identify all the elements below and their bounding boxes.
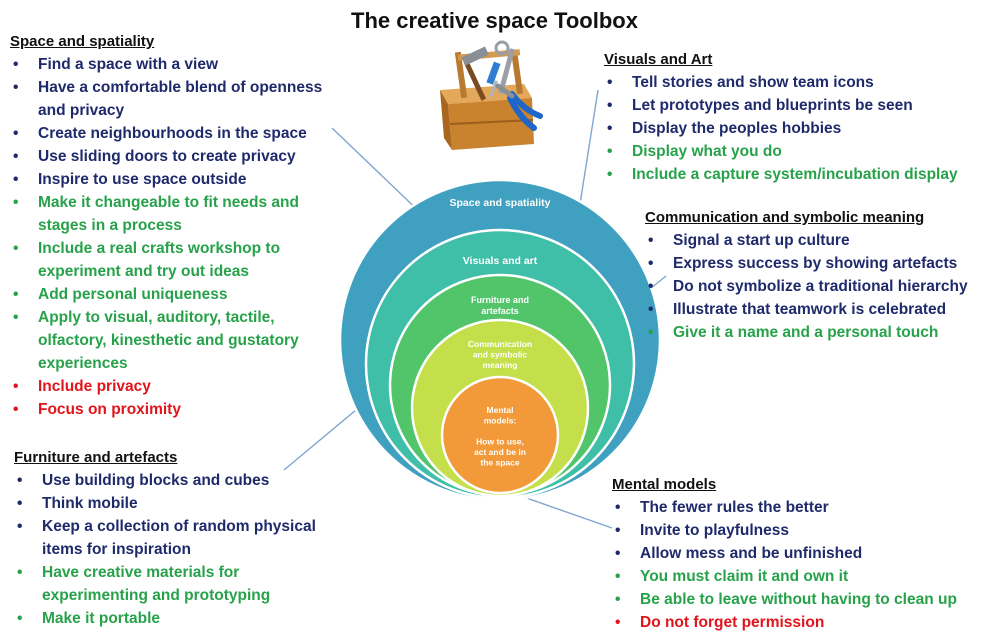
ring-label: act and be in — [474, 447, 526, 457]
bullet-list: Find a space with a viewHave a comfortab… — [10, 53, 340, 421]
connector-arrow — [331, 127, 428, 219]
list-item: Illustrate that teamwork is celebrated — [645, 298, 975, 321]
ring-label: models: — [484, 416, 517, 426]
page-title: The creative space Toolbox — [351, 8, 638, 33]
section-communication-and-symbolic-meaning: Communication and symbolic meaning Signa… — [645, 206, 975, 344]
ring-label: and symbolic — [473, 350, 528, 360]
list-item: Give it a name and a personal touch — [645, 321, 975, 344]
ring-label: Mental — [487, 405, 514, 415]
list-item: Express success by showing artefacts — [645, 252, 975, 275]
list-item: Use sliding doors to create privacy — [10, 145, 340, 168]
ring-label: How to use, — [476, 437, 524, 447]
section-heading: Furniture and artefacts — [14, 449, 178, 466]
ring-label: meaning — [483, 360, 518, 370]
bullet-list: Tell stories and show team iconsLet prot… — [604, 71, 984, 186]
list-item: Add personal uniqueness — [10, 283, 340, 306]
list-item: Have a comfortable blend of openness and… — [10, 76, 340, 122]
section-heading: Visuals and Art — [604, 51, 713, 68]
ring-label: artefacts — [481, 306, 519, 316]
ring-circle — [440, 375, 560, 495]
section-mental-models: Mental models The fewer rules the better… — [612, 473, 989, 634]
ring-label: Visuals and art — [463, 255, 538, 267]
ring-label: Communication — [468, 339, 532, 349]
ring-label: Furniture and — [471, 295, 529, 305]
list-item: Include a real crafts workshop to experi… — [10, 237, 340, 283]
list-item: Allow mess and be unfinished — [612, 542, 989, 565]
section-heading: Space and spatiality — [10, 33, 155, 50]
list-item: The fewer rules the better — [612, 496, 989, 519]
list-item: Include a capture system/incubation disp… — [604, 163, 984, 186]
toolbox-icon — [428, 40, 548, 157]
ring-label: Space and spatiality — [450, 197, 551, 209]
list-item: Focus on proximity — [10, 398, 340, 421]
section-space-and-spatiality: Space and spatiality Find a space with a… — [10, 30, 340, 421]
list-item: Do not symbolize a traditional hierarchy — [645, 275, 975, 298]
list-item: Keep a collection of random physical ite… — [14, 515, 344, 561]
list-item: Think mobile — [14, 492, 344, 515]
list-item: Have creative materials for experimentin… — [14, 561, 344, 607]
list-item: Inspire to use space outside — [10, 168, 340, 191]
section-furniture-and-artefacts: Furniture and artefacts Use building blo… — [14, 446, 344, 630]
section-visuals-and-art: Visuals and Art Tell stories and show te… — [604, 48, 984, 186]
list-item: Find a space with a view — [10, 53, 340, 76]
list-item: Make it changeable to fit needs and stag… — [10, 191, 340, 237]
list-item: Display what you do — [604, 140, 984, 163]
list-item: Tell stories and show team icons — [604, 71, 984, 94]
ring-label: the space — [480, 458, 519, 468]
list-item: Do not forget permission — [612, 611, 989, 634]
list-item: Let prototypes and blueprints be seen — [604, 94, 984, 117]
list-item: Display the peoples hobbies — [604, 117, 984, 140]
list-item: Include privacy — [10, 375, 340, 398]
list-item: Use building blocks and cubes — [14, 469, 344, 492]
bullet-list: The fewer rules the betterInvite to play… — [612, 496, 989, 634]
bullet-list: Signal a start up cultureExpress success… — [645, 229, 975, 344]
list-item: Create neighbourhoods in the space — [10, 122, 340, 145]
list-item: Invite to playfulness — [612, 519, 989, 542]
list-item: Make it portable — [14, 607, 344, 630]
list-item: Signal a start up culture — [645, 229, 975, 252]
list-item: Apply to visual, auditory, tactile, olfa… — [10, 306, 340, 375]
list-item: Be able to leave without having to clean… — [612, 588, 989, 611]
section-heading: Mental models — [612, 476, 717, 493]
bullet-list: Use building blocks and cubesThink mobil… — [14, 469, 344, 630]
section-heading: Communication and symbolic meaning — [645, 209, 925, 226]
list-item: You must claim it and own it — [612, 565, 989, 588]
